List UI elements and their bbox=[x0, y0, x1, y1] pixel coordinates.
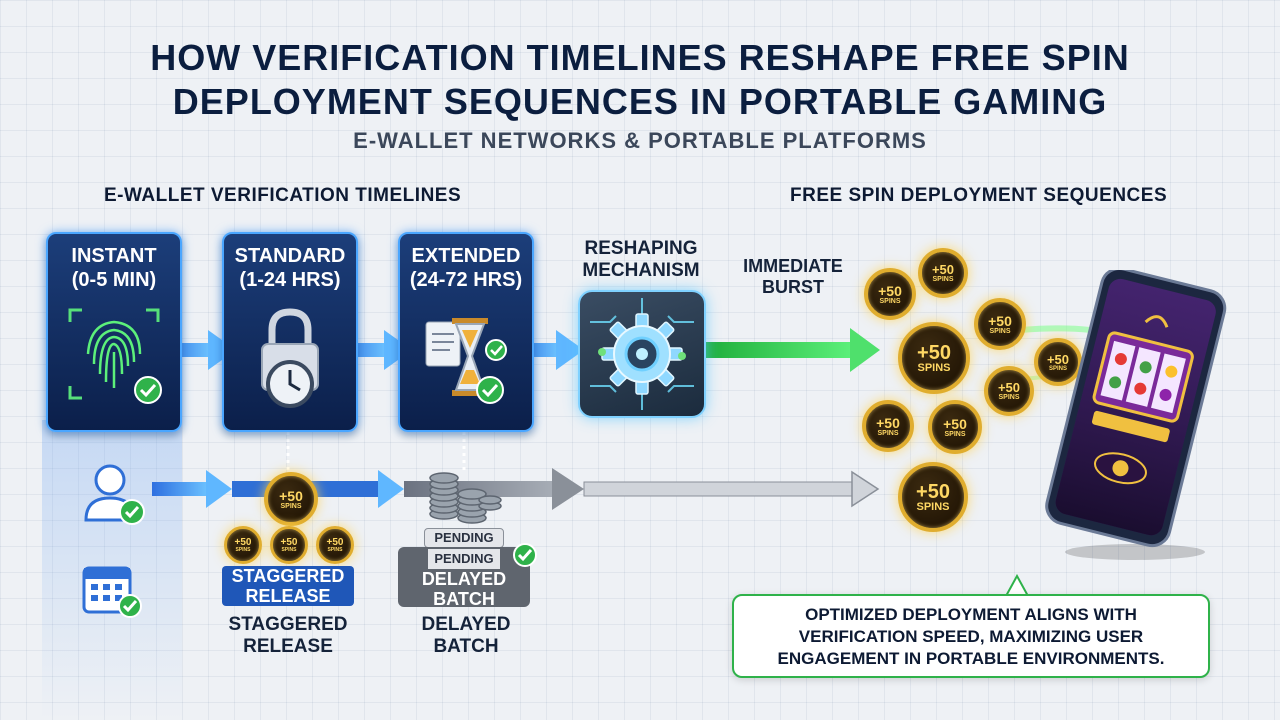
immediate-burst-label: IMMEDIATE BURST bbox=[728, 256, 858, 298]
card-instant-title: INSTANT bbox=[71, 245, 157, 267]
gear-circuit-icon bbox=[590, 298, 694, 410]
hourglass-document-icon bbox=[425, 318, 507, 404]
delayed-label-line1: DELAYED bbox=[421, 614, 511, 635]
reshaping-mechanism bbox=[578, 290, 706, 418]
check-icon bbox=[513, 543, 537, 567]
mechanism-label: RESHAPING MECHANISM bbox=[572, 238, 710, 282]
delayed-batch-label: DELAYED BATCH bbox=[388, 614, 544, 658]
padlock-clock-icon bbox=[261, 308, 319, 408]
coin-value: +50 bbox=[917, 341, 951, 364]
card-instant: INSTANT(0-5 MIN) bbox=[46, 232, 182, 432]
page-title-line1: HOW VERIFICATION TIMELINES RESHAPE FREE … bbox=[150, 37, 1130, 78]
coin-value: +50 bbox=[916, 480, 950, 503]
coin-unit: SPINS bbox=[989, 327, 1011, 335]
coin-stack-icon bbox=[429, 472, 502, 524]
coin-value: +50 bbox=[931, 262, 955, 277]
coin-unit: SPINS bbox=[327, 546, 343, 553]
coin-value: +50 bbox=[878, 282, 902, 299]
coin-value: +50 bbox=[988, 312, 1012, 329]
card-extended-title: EXTENDED bbox=[411, 245, 521, 267]
coin-value: +50 bbox=[876, 414, 900, 431]
coin-value: +50 bbox=[1046, 351, 1070, 367]
mechanism-label-line2: MECHANISM bbox=[582, 260, 700, 281]
callout-line1: OPTIMIZED DEPLOYMENT ALIGNS WITH bbox=[805, 605, 1137, 624]
coin-unit: SPINS bbox=[1048, 365, 1067, 372]
card-extended: EXTENDED(24-72 HRS) bbox=[398, 232, 534, 432]
callout-line3: ENGAGEMENT IN PORTABLE ENVIRONMENTS. bbox=[777, 649, 1165, 668]
arrow-delayed-head bbox=[552, 468, 584, 510]
coin-value: +50 bbox=[234, 536, 252, 548]
coin-value: +50 bbox=[943, 415, 967, 432]
delayed-tag-line1: DELAYED bbox=[421, 569, 507, 589]
coin-unit: SPINS bbox=[281, 546, 297, 553]
staggered-release-label: STAGGERED RELEASE bbox=[210, 614, 366, 658]
coin-unit: SPINS bbox=[944, 430, 966, 438]
coin-unit: SPINS bbox=[877, 429, 899, 437]
staggered-label-line1: STAGGERED bbox=[228, 614, 348, 635]
coin-unit: SPINS bbox=[916, 500, 950, 513]
fingerprint-icon bbox=[68, 308, 162, 404]
delayed-label-line2: BATCH bbox=[433, 636, 499, 657]
staggered-tag-line2: RELEASE bbox=[245, 586, 331, 606]
mechanism-label-line1: RESHAPING bbox=[584, 238, 698, 259]
coin-unit: SPINS bbox=[879, 297, 901, 305]
page-subtitle: E-WALLET NETWORKS & PORTABLE PLATFORMS bbox=[353, 128, 927, 153]
page-title-line2: DEPLOYMENT SEQUENCES IN PORTABLE GAMING bbox=[172, 81, 1108, 122]
summary-callout: OPTIMIZED DEPLOYMENT ALIGNS WITH VERIFIC… bbox=[732, 594, 1210, 678]
coin-value: +50 bbox=[326, 536, 344, 548]
card-standard: STANDARD(1-24 HRS) bbox=[222, 232, 358, 432]
coin-unit: SPINS bbox=[998, 394, 1020, 401]
staggered-label-line2: RELEASE bbox=[243, 636, 333, 657]
left-section-heading: E-WALLET VERIFICATION TIMELINES bbox=[104, 185, 462, 206]
arrow-delayed-tail bbox=[583, 481, 853, 497]
coin-value: +50 bbox=[279, 487, 303, 504]
smartphone-icon bbox=[1045, 270, 1227, 560]
coin-unit: SPINS bbox=[917, 361, 951, 374]
arrow-immediate-burst bbox=[706, 328, 880, 372]
pending-tag-1: PENDING bbox=[424, 528, 504, 548]
right-section-heading: FREE SPIN DEPLOYMENT SEQUENCES bbox=[790, 185, 1168, 206]
arrow-user-staggered bbox=[152, 470, 232, 508]
arrow-staggered-delayed bbox=[378, 470, 404, 508]
coin-unit: SPINS bbox=[280, 502, 302, 510]
staggered-release-tag: STAGGERED RELEASE bbox=[222, 566, 354, 606]
user-icon bbox=[84, 464, 145, 525]
callout-line2: VERIFICATION SPEED, MAXIMIZING USER bbox=[798, 627, 1144, 646]
pending-tag-2: PENDING bbox=[428, 549, 500, 569]
delayed-batch-tag: PENDING DELAYED BATCH bbox=[398, 547, 530, 609]
staggered-tag-line1: STAGGERED bbox=[231, 566, 345, 586]
card-standard-title: STANDARD bbox=[234, 245, 346, 267]
card-standard-range: (1-24 HRS) bbox=[239, 269, 341, 291]
coin-value: +50 bbox=[280, 536, 298, 548]
coin-unit: SPINS bbox=[932, 276, 954, 283]
coin-unit: SPINS bbox=[235, 546, 251, 553]
burst-label-line2: BURST bbox=[762, 277, 824, 297]
card-extended-range: (24-72 HRS) bbox=[409, 269, 523, 291]
coin-value: +50 bbox=[997, 380, 1021, 395]
delayed-tag-line2: BATCH bbox=[433, 589, 495, 609]
burst-label-line1: IMMEDIATE bbox=[743, 256, 843, 276]
calendar-icon bbox=[82, 566, 142, 618]
card-instant-range: (0-5 MIN) bbox=[71, 269, 157, 291]
